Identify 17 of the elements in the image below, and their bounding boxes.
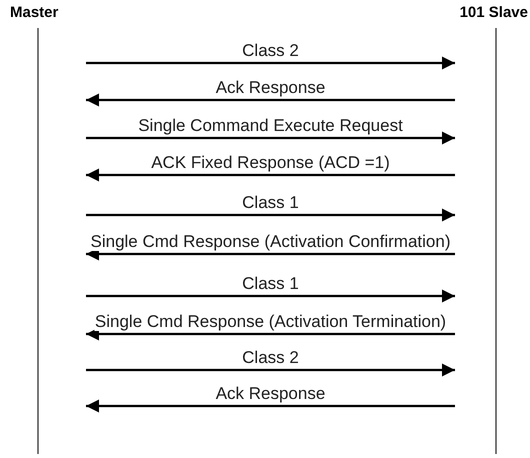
message-arrow	[86, 328, 455, 340]
message-label: Single Cmd Response (Activation Termination)	[94, 312, 448, 331]
message-arrow	[86, 94, 455, 106]
message-arrow	[86, 168, 455, 182]
message-arrow	[86, 132, 455, 144]
message-arrow	[86, 364, 455, 376]
message-label: Single Command Execute Request	[137, 116, 404, 135]
message-arrow	[86, 290, 455, 302]
message-arrow	[86, 208, 455, 222]
message-label: Single Cmd Response (Activation Confirmation)	[90, 232, 452, 251]
participant-label: Master	[10, 4, 58, 22]
message-arrow	[86, 56, 455, 70]
message-label: Ack Response	[214, 384, 326, 403]
message-label: Ack Response	[214, 78, 326, 97]
message-label: ACK Fixed Response (ACD =1)	[150, 153, 391, 172]
participant-label: 101 Slave	[460, 4, 528, 22]
message-arrow	[86, 400, 455, 412]
